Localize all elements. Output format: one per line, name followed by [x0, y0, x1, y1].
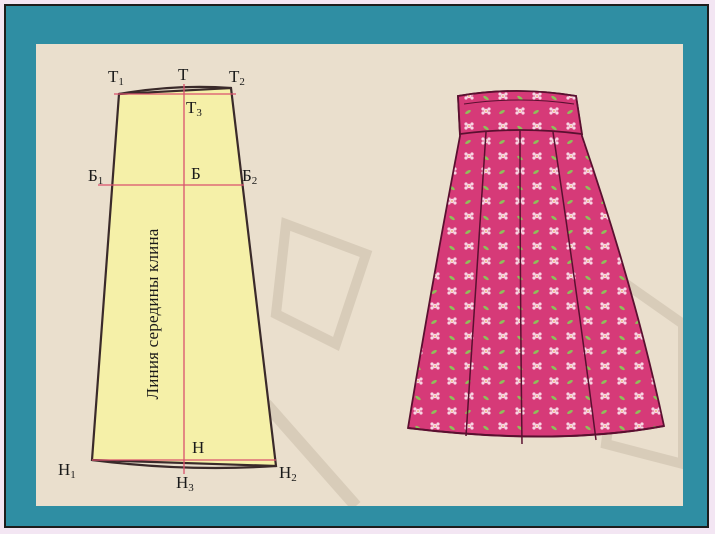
hem-curve	[91, 458, 277, 470]
label-n2: Н2	[279, 463, 297, 484]
label-t2: Т2	[229, 67, 245, 88]
label-t3: Т3	[186, 98, 202, 119]
label-t: Т	[178, 65, 189, 84]
center-line-caption: Линия середины клина	[143, 228, 162, 400]
label-b1: Б1	[88, 166, 104, 187]
illustration-canvas	[90, 84, 683, 506]
label-n: Н	[192, 438, 205, 457]
textbook-photo: Т1 Т Т2 Т3 Б1 Б Б2 Н Н1 Н2 Н3 Линия сере…	[36, 44, 683, 506]
label-n3: Н3	[176, 473, 194, 494]
label-n1: Н1	[58, 460, 76, 481]
skirt-illustration	[406, 90, 666, 445]
label-b: Б	[191, 164, 201, 183]
slide-frame: Т1 Т Т2 Т3 Б1 Б Б2 Н Н1 Н2 Н3 Линия сере…	[4, 4, 709, 528]
label-t1: Т1	[108, 67, 124, 88]
label-b2: Б2	[242, 166, 258, 187]
waist-curve	[118, 85, 232, 96]
